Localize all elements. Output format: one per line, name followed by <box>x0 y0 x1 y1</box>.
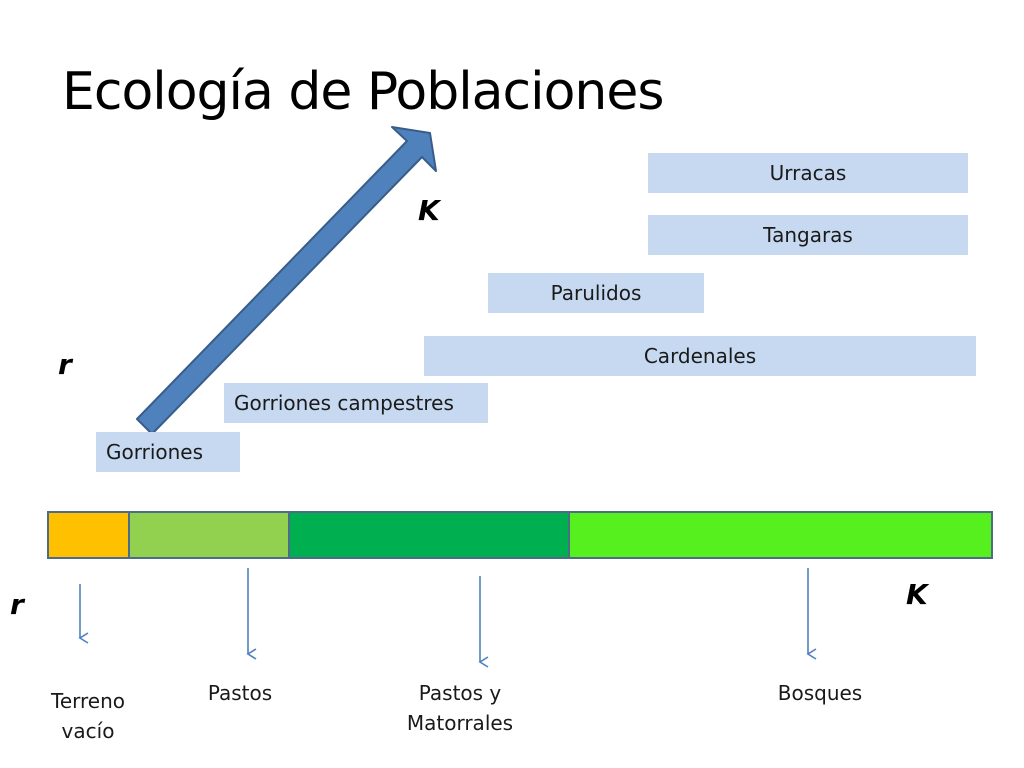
habitat-pastos-matorrales: Pastos y Matorrales <box>396 678 524 738</box>
habitat-bosques: Bosques <box>777 681 863 705</box>
segment-pastos-matorrales <box>290 513 570 557</box>
habitat-pastos: Pastos <box>207 681 273 705</box>
segment-pastos <box>130 513 290 557</box>
segment-terreno-vacio <box>49 513 130 557</box>
r-label-upper: r <box>58 348 72 381</box>
habitat-pastos-matorrales-line2: Matorrales <box>406 711 514 735</box>
k-label-upper: K <box>418 194 440 227</box>
segment-bosques <box>570 513 991 557</box>
species-gorriones-campestres: Gorriones campestres <box>224 383 488 423</box>
species-tangaras: Tangaras <box>648 215 968 255</box>
page-title: Ecología de Poblaciones <box>62 62 664 122</box>
r-label-lower: r <box>10 588 24 621</box>
species-gorriones: Gorriones <box>96 432 240 472</box>
succession-bar <box>47 511 993 559</box>
habitat-pastos-matorrales-line1: Pastos y <box>418 681 502 705</box>
diagonal-arrow-icon <box>136 126 437 435</box>
habitat-terreno-line2: vacío <box>61 719 115 743</box>
habitat-terreno-line1: Terreno <box>51 689 125 713</box>
species-parulidos: Parulidos <box>488 273 704 313</box>
habitat-terreno-vacio: Terreno vacío <box>38 686 138 746</box>
k-label-lower: K <box>906 578 928 611</box>
species-urracas: Urracas <box>648 153 968 193</box>
species-cardenales: Cardenales <box>424 336 976 376</box>
